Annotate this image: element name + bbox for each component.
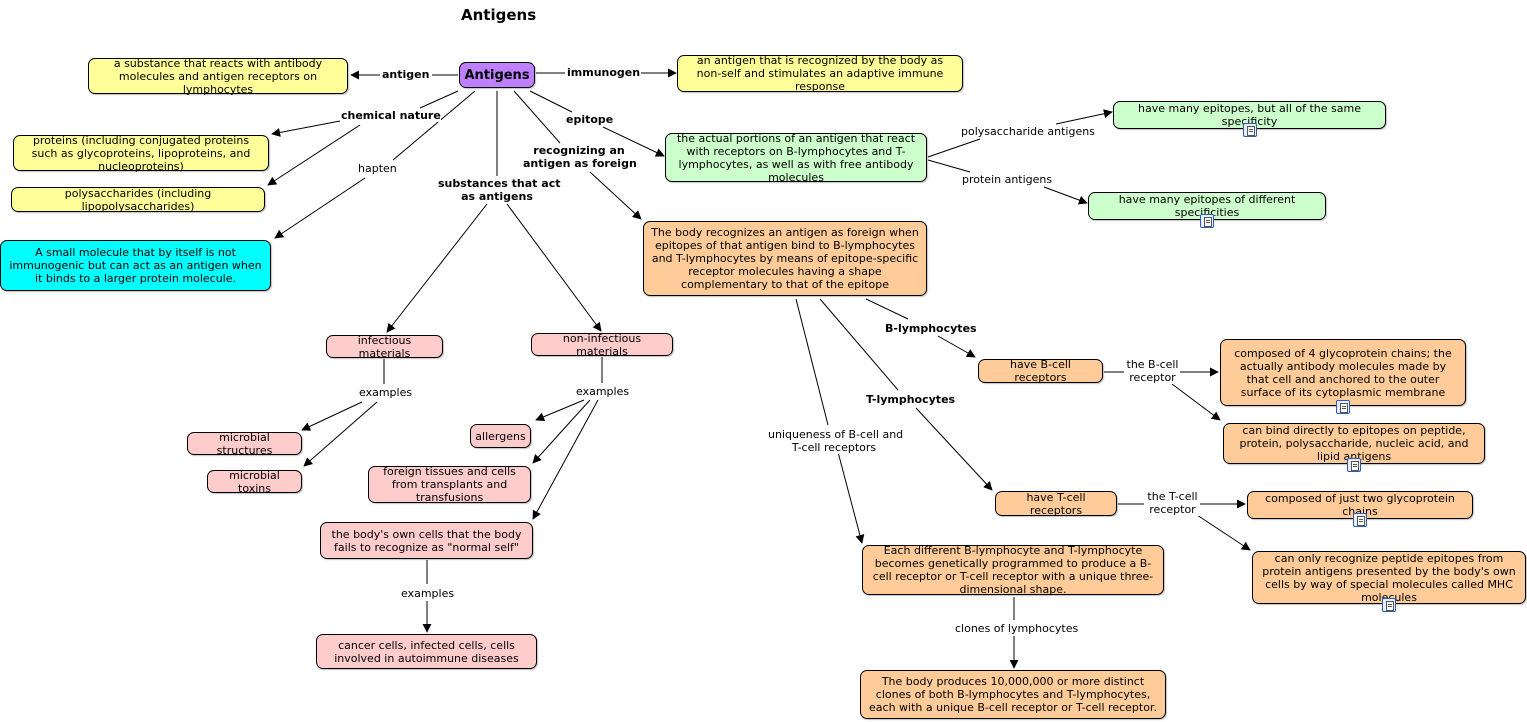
node-antigens[interactable]: Antigens xyxy=(459,62,535,88)
link-label-substances: substances that act as antigens xyxy=(438,177,561,203)
node-have-b-cell-receptors[interactable]: have B-cell receptors xyxy=(978,358,1103,384)
link-label-substances-line2: as antigens xyxy=(461,190,533,203)
node-polysaccharides[interactable]: polysaccharides (including lipopolysacch… xyxy=(11,187,265,213)
node-unique-receptor[interactable]: Each different B-lymphocyte and T-lympho… xyxy=(862,544,1164,596)
node-non-infectious-materials[interactable]: non-infectious materials xyxy=(531,332,673,358)
link-label-uniqueness-line2: T-cell receptors xyxy=(791,441,877,454)
link-label-uniqueness-line1: uniqueness of B-cell and xyxy=(768,428,904,441)
link-label-the-b-cell-line1: the B-cell xyxy=(1126,358,1179,371)
node-epitope-definition[interactable]: the actual portions of an antigen that r… xyxy=(665,132,927,184)
link-label-chemical-nature: chemical nature xyxy=(341,109,441,122)
link-label-b-lymphocytes: B-lymphocytes xyxy=(885,322,977,335)
note-icon[interactable] xyxy=(1243,123,1257,137)
node-clones[interactable]: The body produces 10,000,000 or more dis… xyxy=(860,670,1166,719)
link-label-the-t-cell-receptor: the T-cell receptor xyxy=(1145,490,1200,516)
node-t-receptor-composition[interactable]: composed of just two glycoprotein chains xyxy=(1247,491,1473,519)
link-label-t-lymphocytes: T-lymphocytes xyxy=(866,393,956,406)
link-label-epitope: epitope xyxy=(566,113,614,126)
node-foreign-tissues[interactable]: foreign tissues and cells from transplan… xyxy=(368,465,531,504)
note-icon[interactable] xyxy=(1336,400,1350,414)
node-own-cells[interactable]: the body's own cells that the body fails… xyxy=(320,522,533,559)
link-label-the-t-cell-line1: the T-cell xyxy=(1147,490,1198,503)
node-antigen-definition[interactable]: a substance that reacts with antibody mo… xyxy=(88,57,348,96)
node-microbial-toxins[interactable]: microbial toxins xyxy=(207,469,302,495)
node-b-receptor-composition[interactable]: composed of 4 glycoprotein chains; the a… xyxy=(1220,339,1466,406)
note-icon[interactable] xyxy=(1353,513,1367,527)
link-label-recognizing-line1: recognizing an xyxy=(533,144,625,157)
note-icon[interactable] xyxy=(1382,598,1396,612)
link-label-the-b-cell-line2: receptor xyxy=(1129,371,1176,384)
link-label-examples-self: examples xyxy=(401,587,455,600)
node-microbial-structures[interactable]: microbial structures xyxy=(187,431,302,457)
link-label-immunogen: immunogen xyxy=(567,66,641,79)
link-label-recognizing: recognizing an antigen as foreign xyxy=(523,144,637,170)
link-label-examples-noninfectious: examples xyxy=(576,385,630,398)
link-label-polysaccharide-antigens: polysaccharide antigens xyxy=(961,125,1095,138)
node-t-receptor-recognition[interactable]: can only recognize peptide epitopes from… xyxy=(1252,551,1526,604)
map-title: Antigens xyxy=(461,6,537,24)
link-label-antigen: antigen xyxy=(382,68,430,81)
node-immunogen-definition[interactable]: an antigen that is recognized by the bod… xyxy=(677,54,963,93)
link-label-clones-of-lymphocytes: clones of lymphocytes xyxy=(955,622,1079,635)
link-label-examples-infectious: examples xyxy=(359,386,413,399)
link-label-protein-antigens: protein antigens xyxy=(962,173,1053,186)
link-label-uniqueness: uniqueness of B-cell and T-cell receptor… xyxy=(768,428,904,454)
link-label-substances-line1: substances that act xyxy=(438,177,561,190)
link-label-recognizing-line2: antigen as foreign xyxy=(523,157,637,170)
node-allergens[interactable]: allergens xyxy=(470,424,531,448)
link-label-the-b-cell-receptor: the B-cell receptor xyxy=(1125,358,1180,384)
note-icon[interactable] xyxy=(1347,458,1361,472)
node-recognize-foreign[interactable]: The body recognizes an antigen as foreig… xyxy=(643,221,927,296)
node-have-t-cell-receptors[interactable]: have T-cell receptors xyxy=(995,491,1117,517)
node-hapten-definition[interactable]: A small molecule that by itself is not i… xyxy=(0,240,271,291)
note-icon[interactable] xyxy=(1200,214,1214,228)
node-cancer-cells[interactable]: cancer cells, infected cells, cells invo… xyxy=(316,634,537,669)
node-infectious-materials[interactable]: infectious materials xyxy=(326,334,443,360)
node-b-receptor-binding[interactable]: can bind directly to epitopes on peptide… xyxy=(1223,423,1485,464)
node-proteins[interactable]: proteins (including conjugated proteins … xyxy=(13,134,269,173)
link-label-hapten: hapten xyxy=(358,162,397,175)
link-label-the-t-cell-line2: receptor xyxy=(1149,503,1196,516)
